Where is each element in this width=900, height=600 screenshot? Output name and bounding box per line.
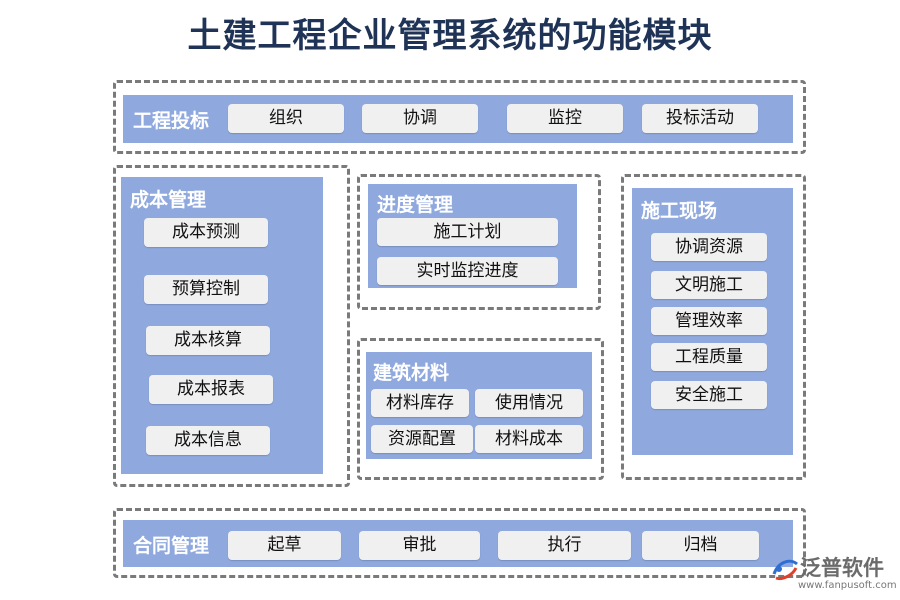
site-item-resources: 协调资源 xyxy=(651,233,767,261)
site-item-civilized: 文明施工 xyxy=(651,271,767,299)
site-title: 施工现场 xyxy=(641,200,718,222)
materials-item-allocation: 资源配置 xyxy=(371,425,473,453)
progress-item-plan: 施工计划 xyxy=(377,218,558,246)
materials-group xyxy=(357,338,604,480)
bidding-group xyxy=(113,80,806,154)
contract-item-archive: 归档 xyxy=(642,531,759,560)
cost-group xyxy=(113,165,350,487)
logo-url: www.fanpusoft.com xyxy=(798,580,897,591)
bidding-item-activities: 投标活动 xyxy=(642,104,758,133)
site-item-quality: 工程质量 xyxy=(651,343,767,371)
bidding-item-organize: 组织 xyxy=(228,104,344,133)
cost-item-report: 成本报表 xyxy=(149,375,273,404)
progress-group xyxy=(357,174,601,310)
fanpusoft-logo-mark-icon xyxy=(772,559,798,580)
cost-item-accounting: 成本核算 xyxy=(146,326,270,355)
cost-item-forecast: 成本预测 xyxy=(144,218,268,247)
cost-title: 成本管理 xyxy=(130,189,207,211)
bidding-item-coordinate: 协调 xyxy=(362,104,478,133)
materials-item-inventory: 材料库存 xyxy=(371,389,469,417)
materials-item-usage: 使用情况 xyxy=(475,389,583,417)
bidding-item-monitor: 监控 xyxy=(507,104,623,133)
contract-item-draft: 起草 xyxy=(228,531,341,560)
materials-title: 建筑材料 xyxy=(373,362,450,384)
fanpusoft-logo: 泛普软件 www.fanpusoft.com xyxy=(770,552,897,596)
materials-item-cost: 材料成本 xyxy=(475,425,583,453)
contract-title: 合同管理 xyxy=(133,535,210,557)
contract-item-execute: 执行 xyxy=(498,531,631,560)
bidding-title: 工程投标 xyxy=(133,110,210,132)
cost-item-info: 成本信息 xyxy=(146,426,270,455)
logo-name: 泛普软件 xyxy=(800,556,884,580)
site-item-safety: 安全施工 xyxy=(651,381,767,409)
site-group xyxy=(621,174,806,480)
progress-title: 进度管理 xyxy=(377,194,454,216)
page-title: 土建工程企业管理系统的功能模块 xyxy=(187,16,713,56)
contract-item-approve: 审批 xyxy=(359,531,480,560)
site-item-efficiency: 管理效率 xyxy=(651,307,767,335)
progress-item-realtime: 实时监控进度 xyxy=(377,257,558,285)
contract-group xyxy=(113,508,806,578)
cost-item-budget-control: 预算控制 xyxy=(144,275,268,304)
